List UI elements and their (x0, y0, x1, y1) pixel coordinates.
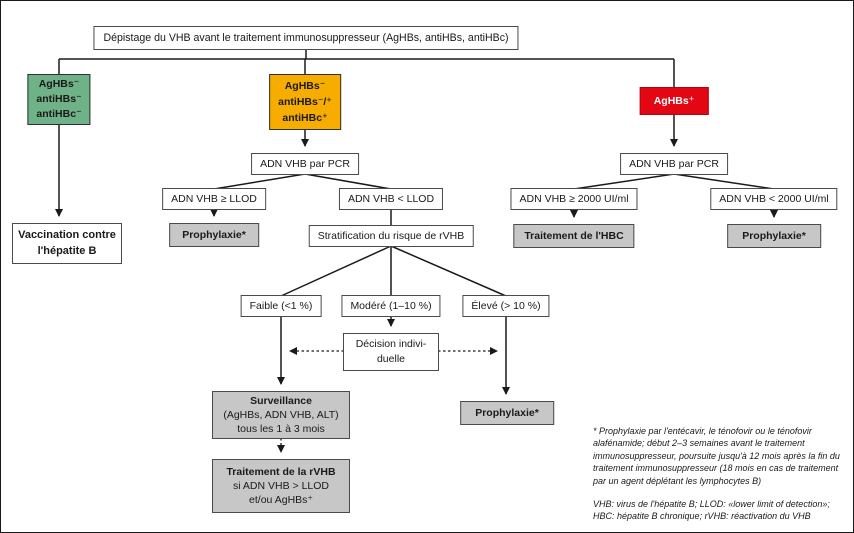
serology-mixed-box: AgHBs⁻ antiHBs⁻/⁺ antiHBc⁺ (269, 74, 341, 130)
prophylaxie-right-label: Prophylaxie* (742, 230, 806, 242)
pcr-mid-label: ADN VHB par PCR (260, 158, 350, 170)
prophylaxie-mid-label: Prophylaxie* (182, 229, 246, 241)
prophylaxie-high-box: Prophylaxie* (460, 401, 554, 425)
lt-2000-label: ADN VHB < 2000 UI/ml (719, 193, 829, 205)
gte-llod-label: ADN VHB ≥ LLOD (171, 193, 257, 205)
risk-low-label: Faible (<1 %) (249, 300, 313, 312)
stratification-label: Stratification du risque de rVHB (317, 230, 465, 242)
prophylaxie-mid-box: Prophylaxie* (169, 223, 259, 247)
risk-low-box: Faible (<1 %) (240, 295, 322, 317)
treatment-rvhb-body: si ADN VHB > LLOD et/ou AgHBs⁺ (233, 480, 329, 506)
treatment-hbc-label: Traitement de l'HBC (524, 230, 624, 242)
pcr-mid-box: ADN VHB par PCR (251, 153, 359, 175)
serology-negative-label: AgHBs⁻ antiHBs⁻ antiHBc⁻ (36, 78, 82, 120)
serology-negative-box: AgHBs⁻ antiHBs⁻ antiHBc⁻ (27, 74, 91, 125)
gte-llod-box: ADN VHB ≥ LLOD (162, 188, 266, 210)
risk-moderate-box: Modéré (1–10 %) (341, 295, 441, 317)
risk-moderate-label: Modéré (1–10 %) (350, 300, 432, 312)
lt-llod-label: ADN VHB < LLOD (347, 193, 435, 205)
tree-links (55, 48, 778, 395)
title-box: Dépistage du VHB avant le traitement imm… (93, 26, 519, 50)
stratification-box: Stratification du risque de rVHB (308, 225, 474, 247)
footnote-asterisk: * Prophylaxie par l'entécavir, le ténofo… (593, 426, 840, 486)
serology-positive-box: AgHBs⁺ (639, 87, 709, 115)
serology-mixed-label: AgHBs⁻ antiHBs⁻/⁺ antiHBc⁺ (278, 80, 332, 124)
risk-high-label: Élevé (> 10 %) (471, 300, 541, 312)
treatment-hbc-box: Traitement de l'HBC (513, 224, 635, 248)
pcr-right-box: ADN VHB par PCR (620, 153, 728, 175)
surveillance-body: (AgHBs, ADN VHB, ALT) tous les 1 à 3 moi… (223, 409, 339, 435)
risk-high-box: Élevé (> 10 %) (462, 295, 550, 317)
title-label: Dépistage du VHB avant le traitement imm… (103, 32, 509, 44)
serology-positive-label: AgHBs⁺ (653, 95, 695, 107)
decision-label: Décision indivi- duelle (355, 338, 427, 365)
pcr-right-label: ADN VHB par PCR (629, 158, 719, 170)
treatment-rvhb-box: Traitement de la rVHB si ADN VHB > LLOD … (212, 459, 350, 513)
treatment-rvhb-title: Traitement de la rVHB (226, 466, 336, 478)
lt-llod-box: ADN VHB < LLOD (338, 188, 444, 210)
decision-box: Décision indivi- duelle (343, 333, 439, 371)
footnote-abbreviations: VHB: virus de l'hépatite B; LLOD: «lower… (593, 499, 830, 522)
prophylaxie-right-box: Prophylaxie* (727, 224, 821, 248)
surveillance-box: Surveillance (AgHBs, ADN VHB, ALT) tous … (212, 391, 350, 439)
vaccination-label: Vaccination contre l'hépatite B (18, 229, 116, 257)
gte-2000-box: ADN VHB ≥ 2000 UI/ml (510, 188, 638, 210)
lt-2000-box: ADN VHB < 2000 UI/ml (710, 188, 838, 210)
gte-2000-label: ADN VHB ≥ 2000 UI/ml (519, 193, 629, 205)
vaccination-box: Vaccination contre l'hépatite B (12, 223, 122, 264)
surveillance-title: Surveillance (250, 395, 312, 407)
prophylaxie-high-label: Prophylaxie* (475, 407, 539, 419)
dotted-links (277, 347, 498, 453)
